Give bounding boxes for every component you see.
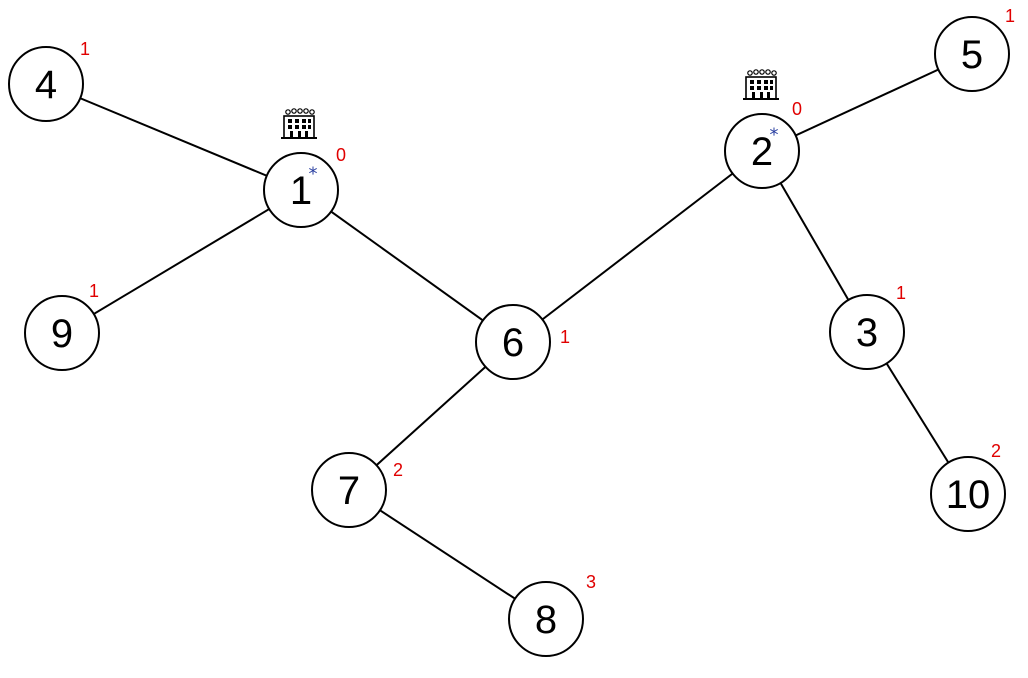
source-asterisk-mark: * [309,164,318,185]
node-circle [724,113,800,189]
distance-label: 1 [560,327,570,347]
node-label: 9 [51,312,73,356]
edge-1-9 [61,189,302,334]
node-9: 91 [24,281,100,371]
distance-label: 0 [336,145,346,165]
edge-2-5 [761,53,973,152]
distance-label: 1 [89,281,99,301]
node-8: 83 [508,572,596,657]
node-4: 41 [8,39,90,122]
hospital-building-icon [742,68,780,100]
node-5: 51 [934,6,1015,92]
node-label: 7 [338,469,360,513]
distance-label: 1 [896,283,906,303]
node-label: 1 [290,169,312,213]
distance-label: 1 [1005,6,1015,26]
node-circle [8,46,84,122]
node-10: 102 [930,441,1006,532]
node-label: 4 [35,63,57,107]
distance-label: 2 [991,441,1001,461]
hospital-building-icon [280,107,318,139]
node-label: 2 [751,130,773,174]
edge-7-8 [348,489,547,620]
node-circle [829,294,905,370]
node-1: 1 0 * [263,107,346,228]
node-label: 6 [502,321,524,365]
node-circle [263,152,339,228]
node-circle [934,16,1010,92]
node-circle [475,304,551,380]
edge-1-6 [300,189,514,343]
distance-label: 2 [393,460,403,480]
node-label: 3 [856,311,878,355]
node-label: 10 [946,473,991,517]
node-circle [311,452,387,528]
source-asterisk-mark: * [770,125,779,146]
node-circle [508,581,584,657]
edge-6-2 [512,150,763,343]
node-3: 31 [829,283,906,370]
distance-label: 1 [80,39,90,59]
distance-label: 3 [586,572,596,592]
node-2: 20 * [724,68,802,189]
distance-label: 0 [792,99,802,119]
node-label: 5 [961,33,983,77]
edges-layer [45,53,973,620]
node-label: 8 [535,598,557,642]
node-circle [930,456,1006,532]
edge-4-1 [45,83,302,191]
node-circle [24,295,100,371]
